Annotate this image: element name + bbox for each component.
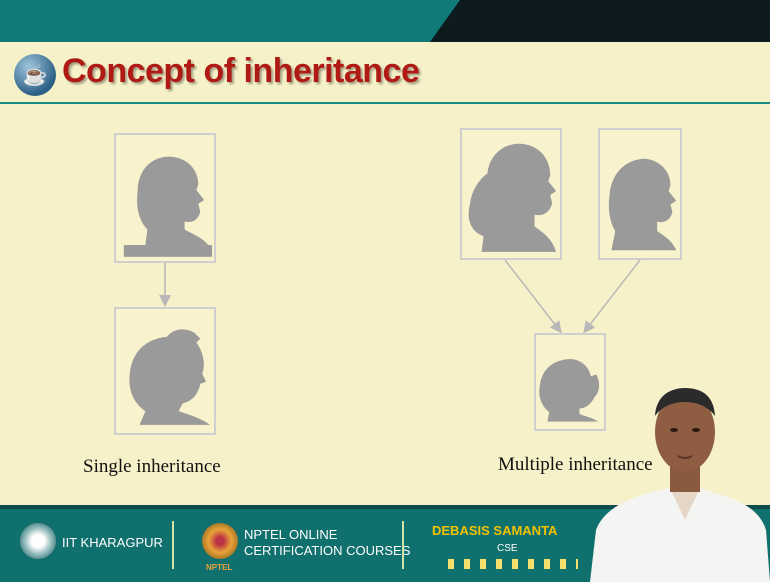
footer-separator xyxy=(402,521,404,569)
silhouette-icon xyxy=(468,143,557,252)
java-cup-icon: ☕ xyxy=(14,54,56,96)
silhouette-icon xyxy=(608,158,677,251)
title-bar: ☕ Concept of inheritance xyxy=(0,42,770,104)
multiple-inheritance-caption: Multiple inheritance xyxy=(498,454,653,475)
nptel-line-1: NPTEL ONLINE xyxy=(244,527,338,542)
single-child-portrait xyxy=(114,307,216,435)
slide-title: Concept of inheritance xyxy=(62,52,420,90)
silhouette-icon xyxy=(123,156,213,257)
presenter-video xyxy=(590,388,770,582)
mother-to-child-arrow xyxy=(504,259,562,334)
multiple-parent-female-portrait xyxy=(460,128,562,260)
presenter-department: CSE xyxy=(497,543,518,554)
iit-emblem-icon xyxy=(20,523,56,559)
nptel-logo-icon xyxy=(202,523,238,559)
silhouette-icon xyxy=(539,359,600,422)
footer-separator xyxy=(172,521,174,569)
single-inheritance-caption: Single inheritance xyxy=(83,456,221,477)
single-parent-portrait xyxy=(114,133,216,263)
multiple-child-portrait xyxy=(534,333,606,431)
father-to-child-arrow xyxy=(583,259,641,334)
nptel-line-2: CERTIFICATION COURSES xyxy=(244,543,411,558)
presenter-name: DEBASIS SAMANTA xyxy=(432,523,558,538)
presentation-controls xyxy=(448,559,578,569)
nptel-small-label: NPTEL xyxy=(206,563,233,572)
slide-top-bar xyxy=(0,0,770,42)
multiple-parent-male-portrait xyxy=(598,128,682,260)
institute-name: IIT KHARAGPUR xyxy=(62,535,163,550)
footer-stripe xyxy=(0,505,770,509)
silhouette-icon xyxy=(129,329,211,425)
top-bar-dark-band xyxy=(430,0,770,42)
